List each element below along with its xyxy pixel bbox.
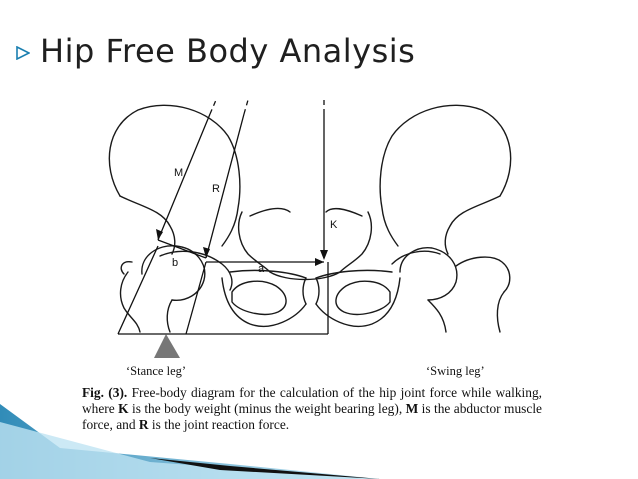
- right-ilium-inner: [444, 195, 501, 255]
- left-femur-neck: [119, 271, 141, 333]
- arrowhead-r: [203, 247, 210, 258]
- right-ilium: [379, 104, 512, 247]
- pubic-ring: [221, 277, 307, 328]
- pubic-symphysis-l: [302, 277, 307, 305]
- left-acetabulum: [159, 250, 233, 291]
- arrowhead-k: [320, 250, 328, 260]
- left-femur-shaft: [166, 299, 173, 333]
- label-a: a: [258, 263, 265, 275]
- caption-prefix: Fig. (3).: [82, 385, 128, 400]
- sacrum-left: [237, 211, 271, 273]
- pubic-symphysis-r: [315, 277, 320, 305]
- label-stance-leg: ‘Stance leg’: [126, 364, 186, 378]
- label-m: M: [174, 167, 183, 179]
- sacrum-top: [249, 207, 291, 217]
- stance-support-triangle: [154, 334, 180, 358]
- pubic-top: [229, 269, 393, 279]
- decorative-swoosh: [0, 404, 380, 479]
- right-femur-neck: [455, 256, 511, 293]
- right-femur-shaft: [496, 291, 505, 333]
- figure-caption: Fig. (3). Free-body diagram for the calc…: [82, 385, 542, 432]
- right-obturator: [335, 280, 391, 316]
- arrowhead-m: [156, 229, 163, 240]
- muscle-force-line: [157, 113, 211, 241]
- pubic-ring-r: [315, 277, 401, 328]
- left-ilium-inner: [119, 195, 176, 255]
- right-femur-inner: [427, 299, 447, 333]
- label-r: R: [212, 183, 220, 195]
- left-ilium: [108, 104, 241, 247]
- free-body-diagram: M R K b a ‘Stance leg’ ‘Swing leg’: [108, 99, 512, 378]
- bullet-arrow-icon: [16, 46, 30, 60]
- reaction-force-line: [205, 113, 245, 259]
- left-trochanter: [120, 260, 133, 275]
- lever-arm-b: [157, 239, 207, 259]
- sacrum-right: [339, 211, 373, 273]
- slide-title: Hip Free Body Analysis: [40, 32, 416, 70]
- left-femoral-head: [141, 245, 206, 301]
- left-obturator: [231, 280, 287, 316]
- arrowhead-a: [315, 258, 324, 266]
- sacrum-top-r: [325, 207, 363, 217]
- label-k: K: [330, 219, 338, 231]
- right-acetabulum: [391, 250, 441, 265]
- right-femoral-head: [399, 247, 458, 301]
- label-b: b: [172, 257, 178, 269]
- label-swing-leg: ‘Swing leg’: [426, 364, 485, 378]
